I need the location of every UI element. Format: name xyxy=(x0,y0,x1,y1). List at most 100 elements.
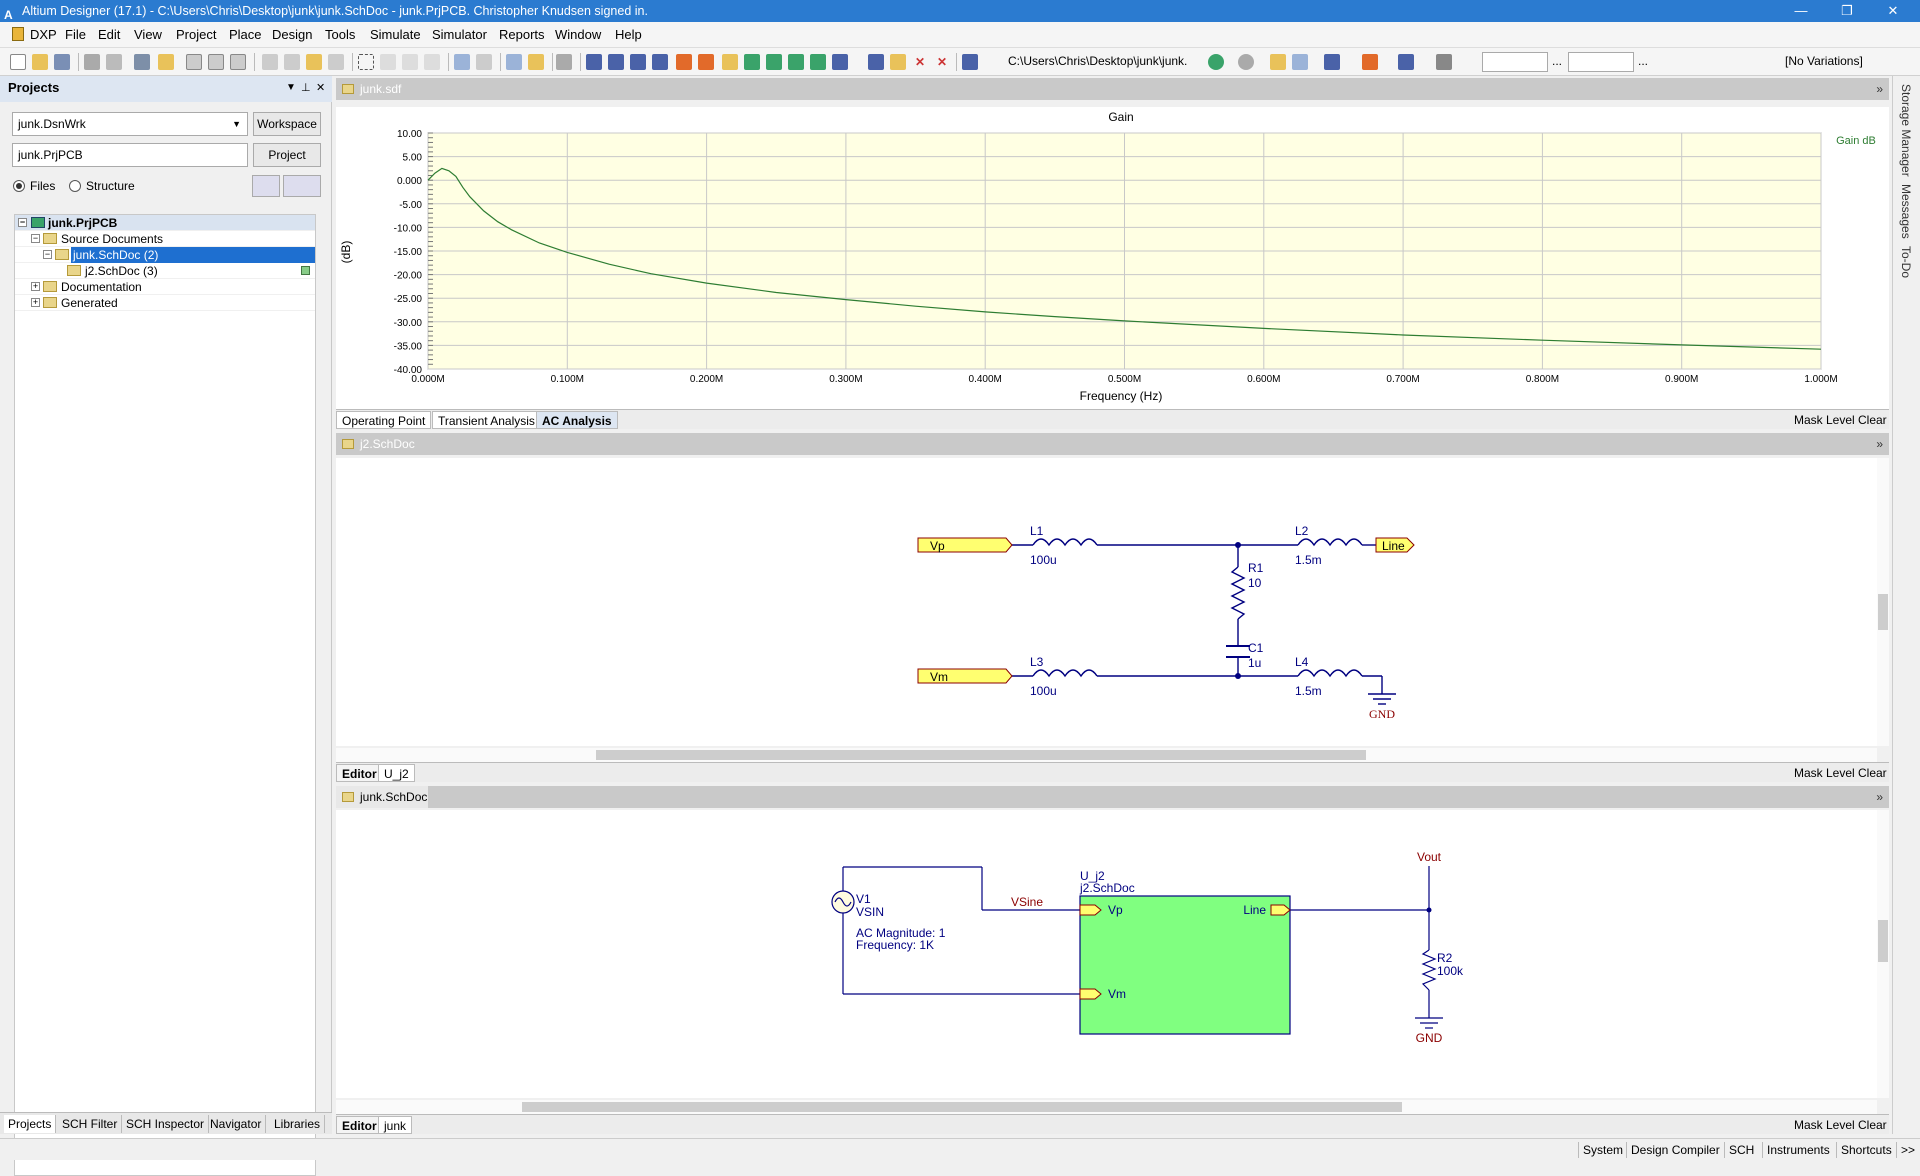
rubber-stamp-icon[interactable] xyxy=(328,54,344,70)
no-erc-icon[interactable]: ✕ xyxy=(914,55,926,69)
menu-place[interactable]: Place xyxy=(229,27,262,42)
status-more[interactable]: >> xyxy=(1896,1142,1919,1158)
status-sch[interactable]: SCH xyxy=(1724,1142,1758,1158)
tab-messages[interactable]: Messages xyxy=(1899,184,1913,239)
open-project-icon[interactable] xyxy=(158,54,174,70)
collapse-icon[interactable]: − xyxy=(18,217,27,227)
menu-dxp[interactable]: DXP xyxy=(30,27,57,42)
tree-item-project[interactable]: − junk.PrjPCB xyxy=(15,215,315,231)
variations-combo[interactable]: [No Variations] xyxy=(1785,54,1863,68)
clear-button[interactable]: Clear xyxy=(1858,413,1887,427)
status-design-compiler[interactable]: Design Compiler xyxy=(1626,1142,1724,1158)
bus-entry-icon[interactable] xyxy=(630,54,646,70)
sheet-entry-icon[interactable] xyxy=(766,54,782,70)
layers-icon[interactable] xyxy=(134,54,150,70)
tree-item-source-documents[interactable]: − Source Documents xyxy=(15,231,315,247)
menu-view[interactable]: View xyxy=(134,27,162,42)
doc-tab-j2-schdoc[interactable]: j2.SchDoc xyxy=(360,437,415,451)
print-preview-icon[interactable] xyxy=(106,54,122,70)
status-system[interactable]: System xyxy=(1578,1142,1627,1158)
minimize-button[interactable]: — xyxy=(1794,3,1808,18)
tab-libraries[interactable]: Libraries xyxy=(270,1115,326,1133)
close-button[interactable]: ✕ xyxy=(1887,3,1899,18)
undo-icon[interactable] xyxy=(454,54,470,70)
mask-level-button[interactable]: Mask Level xyxy=(1794,1118,1855,1132)
doc-tab-junk-sdf[interactable]: junk.sdf xyxy=(360,82,402,96)
deselect-icon[interactable] xyxy=(424,54,440,70)
compile-mask-icon[interactable]: ✕ xyxy=(936,55,948,69)
tab-projects[interactable]: Projects xyxy=(4,1115,57,1133)
panel-menu-icon[interactable]: ▼ xyxy=(286,82,296,93)
net-label-icon[interactable] xyxy=(652,54,668,70)
harness-entry-icon[interactable] xyxy=(832,54,848,70)
project-options-icon[interactable] xyxy=(252,175,280,197)
expand-icon[interactable]: + xyxy=(31,297,40,307)
doc-tab-junk-schdoc[interactable]: junk.SchDoc xyxy=(360,790,428,804)
navigate-forward-icon[interactable] xyxy=(1208,54,1224,70)
menu-simulate[interactable]: Simulate xyxy=(370,27,421,42)
redo-icon[interactable] xyxy=(476,54,492,70)
power-port-icon[interactable] xyxy=(1398,54,1414,70)
expand-icon[interactable]: + xyxy=(31,281,40,291)
workspace-button[interactable]: Workspace xyxy=(253,112,321,136)
panel-close-icon[interactable]: ✕ xyxy=(316,82,326,94)
navigate-back-icon[interactable] xyxy=(1238,54,1254,70)
maximize-button[interactable]: ❐ xyxy=(1841,3,1853,18)
new-document-icon[interactable] xyxy=(10,54,26,70)
status-instruments[interactable]: Instruments xyxy=(1762,1142,1834,1158)
status-shortcuts[interactable]: Shortcuts xyxy=(1836,1142,1896,1158)
save-icon[interactable] xyxy=(54,54,70,70)
tab-ac-analysis[interactable]: AC Analysis xyxy=(536,411,618,429)
tab-navigator[interactable]: Navigator xyxy=(206,1115,267,1133)
home-icon[interactable] xyxy=(1270,54,1286,70)
select-area-icon[interactable] xyxy=(358,54,374,70)
clear-button[interactable]: Clear xyxy=(1858,1118,1887,1132)
grid-icon[interactable] xyxy=(1436,54,1452,70)
copy-icon[interactable] xyxy=(284,54,300,70)
harness-icon[interactable] xyxy=(810,54,826,70)
tab-u-j2[interactable]: U_j2 xyxy=(378,764,415,782)
tab-to-do[interactable]: To-Do xyxy=(1899,246,1913,279)
horizontal-scrollbar[interactable] xyxy=(336,1100,1877,1114)
sheet-icon[interactable] xyxy=(556,54,572,70)
paste-icon[interactable] xyxy=(306,54,322,70)
move-icon[interactable] xyxy=(380,54,396,70)
path-combo[interactable]: C:\Users\Chris\Desktop\junk\junk. xyxy=(1008,54,1188,68)
workspace-select[interactable]: junk.DsnWrk▼ xyxy=(12,112,248,136)
mask-level-button[interactable]: Mask Level xyxy=(1794,413,1855,427)
tab-storage-manager[interactable]: Storage Manager xyxy=(1899,84,1913,177)
radio-files[interactable] xyxy=(13,180,25,192)
toolbar-ellipsis-2[interactable]: ... xyxy=(1638,54,1649,68)
tab-transient-analysis[interactable]: Transient Analysis xyxy=(432,411,541,429)
move-selection-icon[interactable] xyxy=(402,54,418,70)
horizontal-scrollbar[interactable] xyxy=(336,748,1877,762)
toolbar-combo-1[interactable] xyxy=(1482,52,1548,72)
sheet-symbol-icon[interactable] xyxy=(744,54,760,70)
project-field[interactable]: junk.PrjPCB xyxy=(12,143,248,167)
junk-schematic-canvas[interactable]: V1 VSIN AC Magnitude: 1 Frequency: 1K VS… xyxy=(336,810,1889,1114)
project-button[interactable]: Project xyxy=(253,143,321,167)
open-folder-icon[interactable] xyxy=(32,54,48,70)
device-sheet-icon[interactable] xyxy=(788,54,804,70)
menu-window[interactable]: Window xyxy=(555,27,602,42)
tree-item-generated[interactable]: + Generated xyxy=(15,295,315,311)
dxp-icon[interactable] xyxy=(12,27,24,41)
add-to-project-icon[interactable] xyxy=(283,175,321,197)
menu-project[interactable]: Project xyxy=(176,27,217,42)
zoom-fit-icon[interactable] xyxy=(186,54,202,70)
tab-sch-filter[interactable]: SCH Filter xyxy=(58,1115,123,1133)
vcc-port-icon[interactable] xyxy=(698,54,714,70)
tab-junk[interactable]: junk xyxy=(378,1116,413,1134)
menu-reports[interactable]: Reports xyxy=(499,27,545,42)
collapse-icon[interactable]: − xyxy=(31,233,40,243)
gnd-port-icon[interactable] xyxy=(676,54,692,70)
off-sheet-icon[interactable] xyxy=(890,54,906,70)
tree-item-documentation[interactable]: + Documentation xyxy=(15,279,315,295)
tree-item-junk-schdoc[interactable]: − junk.SchDoc (2) xyxy=(15,247,315,263)
menu-help[interactable]: Help xyxy=(615,27,642,42)
menu-file[interactable]: File xyxy=(65,27,86,42)
tab-operating-point[interactable]: Operating Point xyxy=(336,411,432,429)
menu-design[interactable]: Design xyxy=(272,27,313,42)
doc-menu-icon[interactable]: » xyxy=(1876,437,1883,451)
